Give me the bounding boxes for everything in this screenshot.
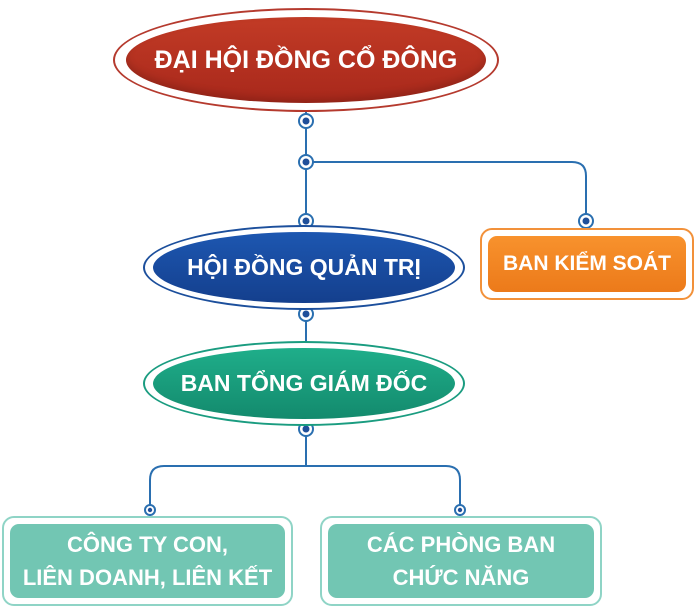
node-label-line-2: CHỨC NĂNG <box>392 565 530 590</box>
junction-dot-8 <box>454 504 466 516</box>
node-label: BAN TỔNG GIÁM ĐỐC <box>180 370 428 396</box>
node-ban-kiem-soat-fill: BAN KIỂM SOÁT <box>488 236 686 292</box>
node-hoi-dong-quan-tri: HỘI ĐỒNG QUẢN TRỊ <box>153 232 455 303</box>
junction-dot-7 <box>144 504 156 516</box>
node-label: ĐẠI HỘI ĐỒNG CỔ ĐÔNG <box>154 45 458 74</box>
node-label: HỘI ĐỒNG QUẢN TRỊ <box>187 254 421 280</box>
node-label-line-1: CÔNG TY CON, <box>67 532 228 557</box>
node-ban-tong-giam-doc: BAN TỔNG GIÁM ĐỐC <box>153 348 455 419</box>
connector-branch-to-bks <box>306 161 587 228</box>
node-cong-ty-con-fill: CÔNG TY CON, LIÊN DOANH, LIÊN KẾT <box>10 524 285 598</box>
node-label-line-2: LIÊN DOANH, LIÊN KẾT <box>22 565 273 590</box>
junction-dot-4 <box>578 213 594 229</box>
node-label-line-1: CÁC PHÒNG BAN <box>366 532 556 557</box>
connector-branch-to-ctc <box>149 465 306 517</box>
node-dai-hoi-dong-co-dong: ĐẠI HỘI ĐỒNG CỔ ĐÔNG <box>126 17 486 103</box>
connector-branch-to-cpb <box>306 465 461 517</box>
node-cac-phong-ban-fill: CÁC PHÒNG BAN CHỨC NĂNG <box>328 524 594 598</box>
junction-dot-1 <box>298 113 314 129</box>
node-ban-kiem-soat: BAN KIỂM SOÁT <box>480 228 694 300</box>
node-label: BAN KIỂM SOÁT <box>503 252 671 275</box>
node-cong-ty-con: CÔNG TY CON, LIÊN DOANH, LIÊN KẾT <box>2 516 293 606</box>
node-cac-phong-ban: CÁC PHÒNG BAN CHỨC NĂNG <box>320 516 602 606</box>
junction-dot-2 <box>298 154 314 170</box>
